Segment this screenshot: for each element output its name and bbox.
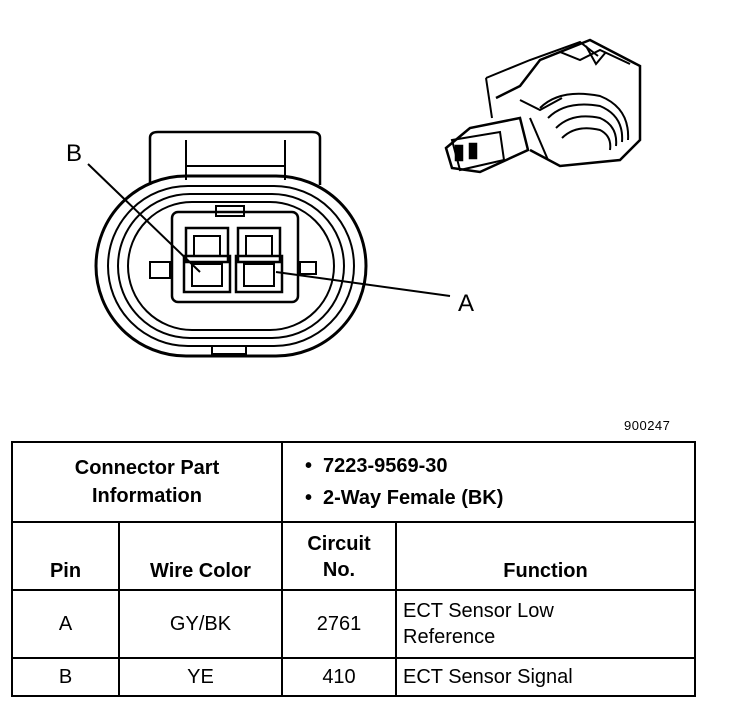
callout-label-a: A xyxy=(458,290,475,317)
callout-line-a xyxy=(275,271,451,297)
wire-color-cell: YE xyxy=(118,657,283,697)
connector-pin-table: Connector Part Information 7223-9569-30 … xyxy=(11,441,697,697)
function-cell: ECT Sensor Signal xyxy=(394,657,697,697)
col-header-circuit: Circuit No. xyxy=(281,521,397,591)
connector-iso-view xyxy=(444,38,642,174)
pin-cell: A xyxy=(11,589,120,659)
circuit-cell: 2761 xyxy=(281,589,397,659)
connector-face-view xyxy=(94,130,368,358)
connector-type: 2-Way Female (BK) xyxy=(289,482,688,514)
col-header-function: Function xyxy=(394,521,697,591)
callout-line-b xyxy=(87,163,201,273)
wire-color-cell: GY/BK xyxy=(118,589,283,659)
callout-label-b: B xyxy=(66,140,83,167)
col-header-wire-color: Wire Color xyxy=(118,521,283,591)
figure-id: 900247 xyxy=(624,418,671,433)
col-header-pin: Pin xyxy=(11,521,120,591)
pin-cell: B xyxy=(11,657,120,697)
connector-part-info-header: Connector Part Information xyxy=(11,441,283,523)
circuit-cell: 410 xyxy=(281,657,397,697)
connector-info-row: Connector Part Information 7223-9569-30 … xyxy=(11,441,697,523)
connector-diagram xyxy=(87,38,642,358)
part-number: 7223-9569-30 xyxy=(289,450,688,482)
part-info-cell: 7223-9569-30 2-Way Female (BK) xyxy=(280,441,697,523)
table-row: B YE 410 ECT Sensor Signal xyxy=(11,657,697,697)
column-header-row: Pin Wire Color Circuit No. Function xyxy=(11,521,697,591)
table-row: A GY/BK 2761 ECT Sensor Low Reference xyxy=(11,589,697,659)
function-cell: ECT Sensor Low Reference xyxy=(394,589,697,659)
